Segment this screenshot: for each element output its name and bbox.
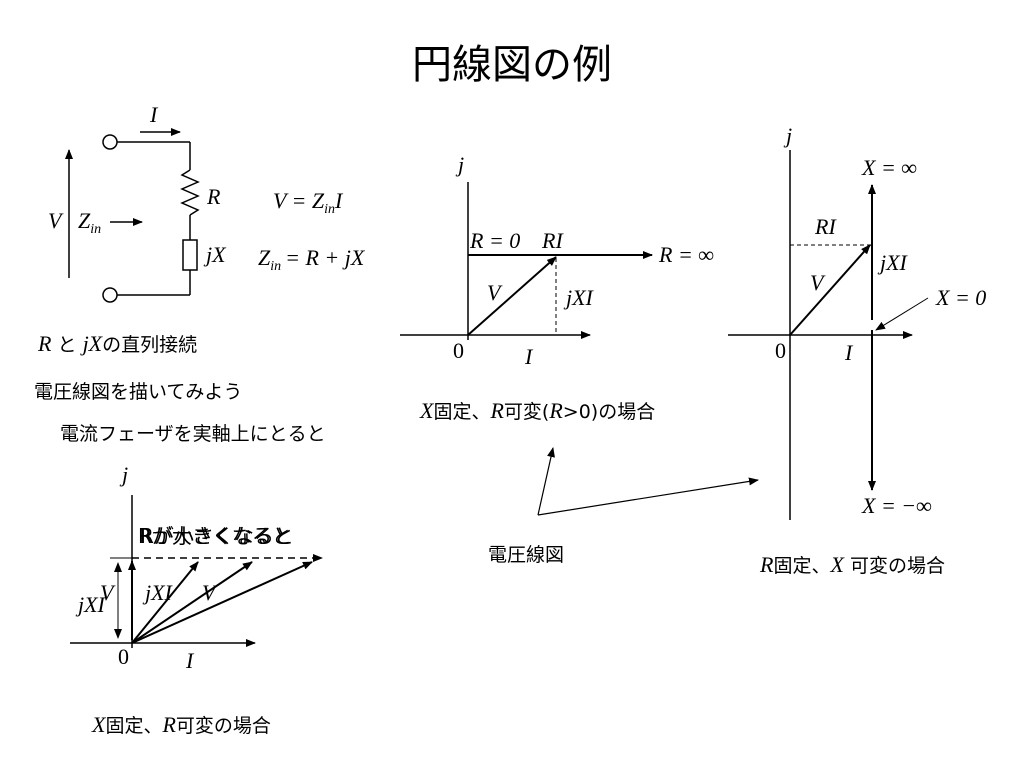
x0-pointer [875, 297, 929, 331]
ri-label: RI [814, 214, 837, 239]
v-label: V [810, 270, 826, 295]
current-phasor-text: 電流フェーザを実軸上にとると [60, 423, 326, 445]
voltage-diagram-pointers [537, 447, 759, 516]
caption-mid-r2: R [549, 398, 563, 423]
caption-right-x: X [830, 552, 844, 577]
r-label: R [206, 184, 221, 209]
series-tail: の直列接続 [102, 334, 198, 356]
x-infinity-label: X = ∞ [861, 155, 917, 180]
pointer-to-right [537, 477, 759, 516]
caption-mid-b: 可変( [503, 401, 550, 423]
x-zero-label: X = 0 [935, 285, 986, 310]
equation-zin: Zin= R + jX [258, 245, 366, 274]
r-zero-label: R = 0 [469, 228, 520, 253]
bottom-terminal [102, 287, 118, 303]
current-label: I [149, 102, 159, 127]
pointer-to-middle [537, 447, 555, 516]
ri-label: RI [541, 228, 564, 253]
series-connection-text: R と jXの直列接続 [38, 330, 197, 357]
caption-right-b: 可変の場合 [843, 555, 945, 577]
caption-left-x: X [92, 712, 106, 737]
jxi-label: jXI [877, 250, 909, 275]
voltage-diagram-label: 電圧線図 [488, 544, 565, 566]
caption-left-r: R [162, 712, 176, 737]
r-infinity-label: R = ∞ [658, 242, 714, 267]
origin-label: 0 [118, 644, 129, 669]
vector-steep [131, 561, 199, 644]
caption-mid: X固定、R可変(R>0)の場合 [420, 397, 655, 424]
diagram-x-fixed-r-variable: j R = 0 RI R = ∞ V jXI 0 I [400, 152, 714, 369]
x-neg-infinity-label: X = −∞ [861, 493, 932, 518]
i-label: I [844, 340, 854, 365]
series-r: R [38, 331, 52, 356]
caption-right-r: R [760, 552, 774, 577]
i-label: I [524, 344, 534, 369]
caption-mid-x: X [420, 398, 434, 423]
page-title: 円線図の例 [412, 42, 612, 88]
caption-right-a: 固定、 [773, 555, 831, 577]
diagram-r-fixed-x-variable: j X = ∞ RI jXI V X = 0 0 I X = −∞ [728, 123, 986, 520]
zin-label: Zin [78, 208, 101, 237]
overlap-text-1: Rが大きくなると [138, 524, 292, 548]
j-label: j [455, 152, 464, 177]
diagram-bottom-left: j Rが大きくなると Rが小さくなると V jXI jXI V 0 I [70, 462, 323, 673]
voltage-vector [789, 244, 871, 336]
j-label: j [783, 123, 792, 148]
origin-label: 0 [453, 338, 464, 363]
circuit-diagram: I R jX V Zin V = ZinI Zin= R + jX [48, 102, 366, 303]
jxi-label: jXI [563, 285, 595, 310]
series-mid: と [57, 334, 77, 356]
caption-mid-a: 固定、 [433, 401, 491, 423]
caption-mid-c: >0)の場合 [562, 401, 656, 423]
equation-v: V = ZinI [273, 188, 344, 217]
vector-mid [131, 561, 253, 644]
v-label: V [48, 208, 64, 233]
overlap-text-2: Rが小さくなると [140, 524, 294, 548]
caption-left-a: 固定、 [105, 715, 163, 737]
draw-voltage-text: 電圧線図を描いてみよう [34, 381, 243, 403]
series-jx: jX [82, 331, 103, 356]
origin-label: 0 [775, 338, 786, 363]
caption-bottom-left: X固定、R可変の場合 [92, 711, 271, 738]
caption-left-b: 可変の場合 [175, 715, 271, 737]
voltage-vector [467, 256, 557, 336]
j-label: j [119, 462, 128, 487]
v-mid-label: V [202, 580, 218, 605]
jx-label: jX [203, 242, 227, 267]
vector-shallow [131, 561, 313, 644]
top-terminal [102, 134, 118, 150]
v-vertical-label: V [100, 580, 116, 605]
i-label: I [185, 648, 195, 673]
jxi-side-label: jXI [75, 592, 107, 617]
v-label: V [487, 280, 503, 305]
caption-mid-r: R [490, 398, 504, 423]
jxi-mid-label: jXI [142, 580, 174, 605]
resistor [180, 169, 200, 216]
reactance-box [182, 239, 198, 271]
caption-right: R固定、X 可変の場合 [760, 551, 945, 578]
